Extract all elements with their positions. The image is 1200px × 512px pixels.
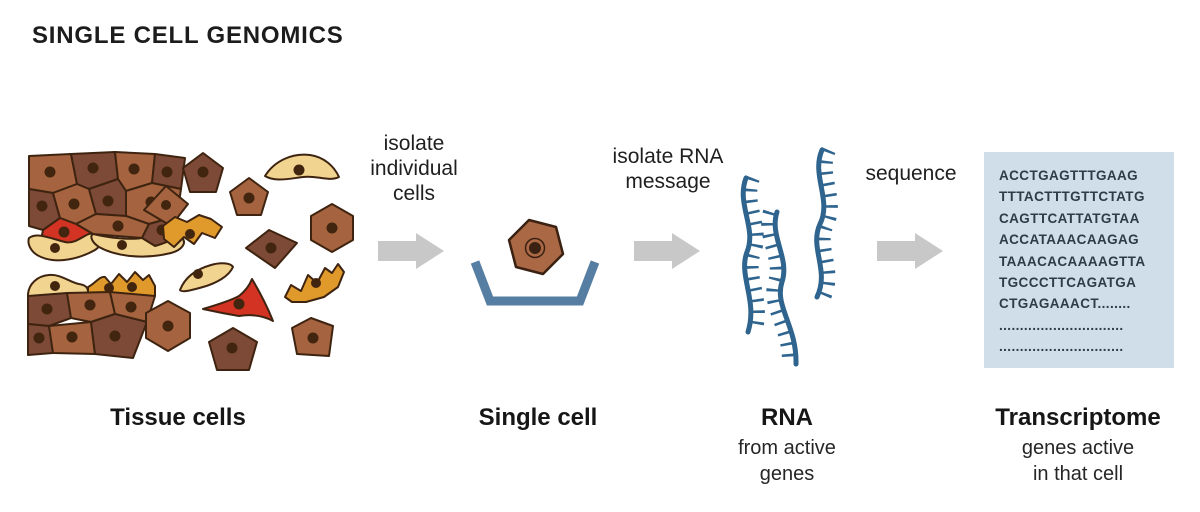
sequence-line: ACCATAAACAAGAG	[999, 232, 1140, 248]
rna-strand	[740, 175, 765, 335]
step-label-isolate-rna-message: isolate RNA message	[612, 145, 724, 193]
caption-transcriptome: Transcriptome genes active in that cell	[995, 404, 1160, 487]
stage-name: Transcriptome	[995, 404, 1161, 431]
rna-strand	[814, 146, 838, 301]
tissue-cells-illustration	[27, 151, 354, 371]
stage-name: RNA	[761, 404, 813, 431]
sequence-line: TTTACTTTGTTCTATG	[999, 189, 1145, 205]
transcriptome-sequence-box: ACCTGAGTTTGAAG TTTACTTTGTTCTATG CAGTTCAT…	[984, 152, 1174, 368]
single-cell-dish-illustration	[470, 218, 600, 306]
caption-single-cell: Single cell	[479, 404, 598, 432]
dish-icon	[470, 260, 600, 306]
rna-strands-illustration	[740, 146, 838, 367]
tissue-block-top	[27, 151, 186, 262]
tissue-block-bottom	[27, 271, 156, 359]
scattered-cells	[143, 152, 354, 371]
sequence-line: ..............................	[999, 317, 1124, 333]
sequence-line: TAAACACAAAAGTTA	[999, 253, 1146, 269]
caption-tissue-cells: Tissue cells	[110, 404, 246, 432]
step-label-sequence: sequence	[865, 162, 957, 185]
stage-description: genes active in that cell	[1021, 437, 1135, 485]
stage-description: from active genes	[738, 437, 836, 485]
sequence-line: CAGTTCATTATGTAA	[999, 210, 1140, 226]
single-cell	[507, 218, 565, 276]
sequence-line: ACCTGAGTTTGAAG	[999, 168, 1139, 183]
diagram-title: SINGLE CELL GENOMICS	[32, 22, 344, 49]
caption-rna: RNA from active genes	[738, 404, 836, 487]
stage-name: Single cell	[478, 404, 598, 431]
arrow-right-icon	[634, 233, 700, 269]
stage-name: Tissue cells	[110, 404, 246, 431]
rna-strand	[761, 209, 799, 367]
sequence-line: CTGAGAAACT........	[999, 296, 1131, 312]
sequence-line: ..............................	[999, 339, 1124, 355]
step-label-isolate-individual-cells: isolate individual cells	[370, 132, 458, 205]
arrow-right-icon	[877, 233, 943, 269]
arrow-right-icon	[378, 233, 444, 269]
sequence-line: TGCCCTTCAGATGA	[999, 275, 1137, 291]
